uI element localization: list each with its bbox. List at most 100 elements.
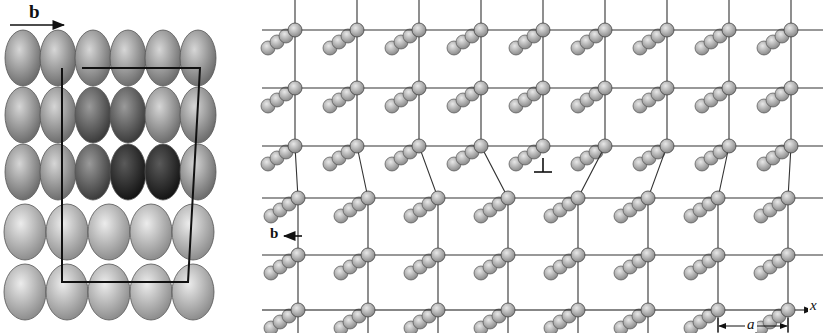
atom-sphere [412,23,426,37]
dislocation-symbol [534,158,552,172]
atom-sphere [641,303,655,317]
x-axis-arrow [262,309,812,310]
atom-sphere [172,264,214,320]
sphere-model [4,25,216,320]
atom-sphere [781,248,795,262]
atom-sphere [598,23,612,37]
atom-sphere [4,264,46,320]
atom-sphere [431,248,445,262]
atom-sphere [350,81,364,95]
atom-sphere [781,303,795,317]
atom-sphere [781,191,795,205]
atom-sphere [288,139,302,153]
atom-sphere [130,204,172,260]
burgers-vector-label: b [27,2,42,21]
atom-sphere [711,248,725,262]
atom-sphere [145,144,181,200]
atom-sphere [536,23,550,37]
atom-sphere [110,144,146,200]
atom-sphere [4,204,46,260]
atom-sphere [75,87,111,143]
atom-sphere [598,81,612,95]
atom-sphere [110,30,146,86]
atom-sphere [571,191,585,205]
atom-sphere [660,139,674,153]
atom-sphere [288,23,302,37]
atom-sphere [501,191,515,205]
atom-sphere [784,23,798,37]
atom-sphere [641,191,655,205]
atom-sphere [5,30,41,86]
atom-sphere [46,264,88,320]
atom-sphere [536,139,550,153]
atom-sphere [46,204,88,260]
atom-sphere [660,23,674,37]
atom-sphere [722,139,736,153]
burgers-vector-arrow [284,235,302,237]
atom-sphere [350,139,364,153]
atom-sphere [110,87,146,143]
atom-sphere [722,81,736,95]
burgers-circuit [62,68,200,282]
atom-sphere [784,139,798,153]
atom-sphere [350,23,364,37]
atom-sphere [75,30,111,86]
atom-sphere [291,303,305,317]
atom-sphere [75,144,111,200]
atom-sphere [501,248,515,262]
atom-sphere [711,303,725,317]
lattice-row-line [262,254,823,255]
atom-sphere [660,81,674,95]
atom-sphere [130,264,172,320]
atom-sphere [722,23,736,37]
axis-label: x [808,298,819,313]
atom-sphere [598,139,612,153]
atom-sphere [412,81,426,95]
lattice-column-line [648,0,667,333]
atom-sphere [5,144,41,200]
atom-sphere [361,303,375,317]
atom-sphere [474,139,488,153]
atom-sphere [784,81,798,95]
atom-sphere [501,303,515,317]
atom-sphere [641,248,655,262]
lattice-column-line [295,0,298,333]
atom-sphere [180,30,216,86]
lattice-column-line [481,0,508,333]
atom-sphere [536,81,550,95]
atom-sphere [40,87,76,143]
lattice-model [261,0,823,333]
atom-sphere [40,144,76,200]
lattice-column-line [718,0,729,333]
atom-sphere [412,139,426,153]
lattice-column-line [542,0,543,146]
dimension-label: a [745,317,757,332]
atom-sphere [180,144,216,200]
atom-sphere [291,248,305,262]
atom-sphere [88,264,130,320]
lattice-column-line [788,0,791,333]
burgers-vector-label: b [268,226,280,241]
lattice-column-line [578,0,605,333]
atom-sphere [361,248,375,262]
lattice-column-line [357,0,368,333]
atom-sphere [474,23,488,37]
lattice-column-line [419,0,438,333]
atom-sphere [88,204,130,260]
atom-sphere [431,191,445,205]
burgers-vector-arrow [10,24,64,26]
atom-sphere [40,30,76,86]
atom-sphere [288,81,302,95]
atom-sphere [571,303,585,317]
atom-sphere [145,87,181,143]
atom-sphere [571,248,585,262]
atom-sphere [711,191,725,205]
atom-sphere [5,87,41,143]
atom-sphere [291,191,305,205]
atom-sphere [145,30,181,86]
atom-sphere [361,191,375,205]
atom-sphere [172,204,214,260]
